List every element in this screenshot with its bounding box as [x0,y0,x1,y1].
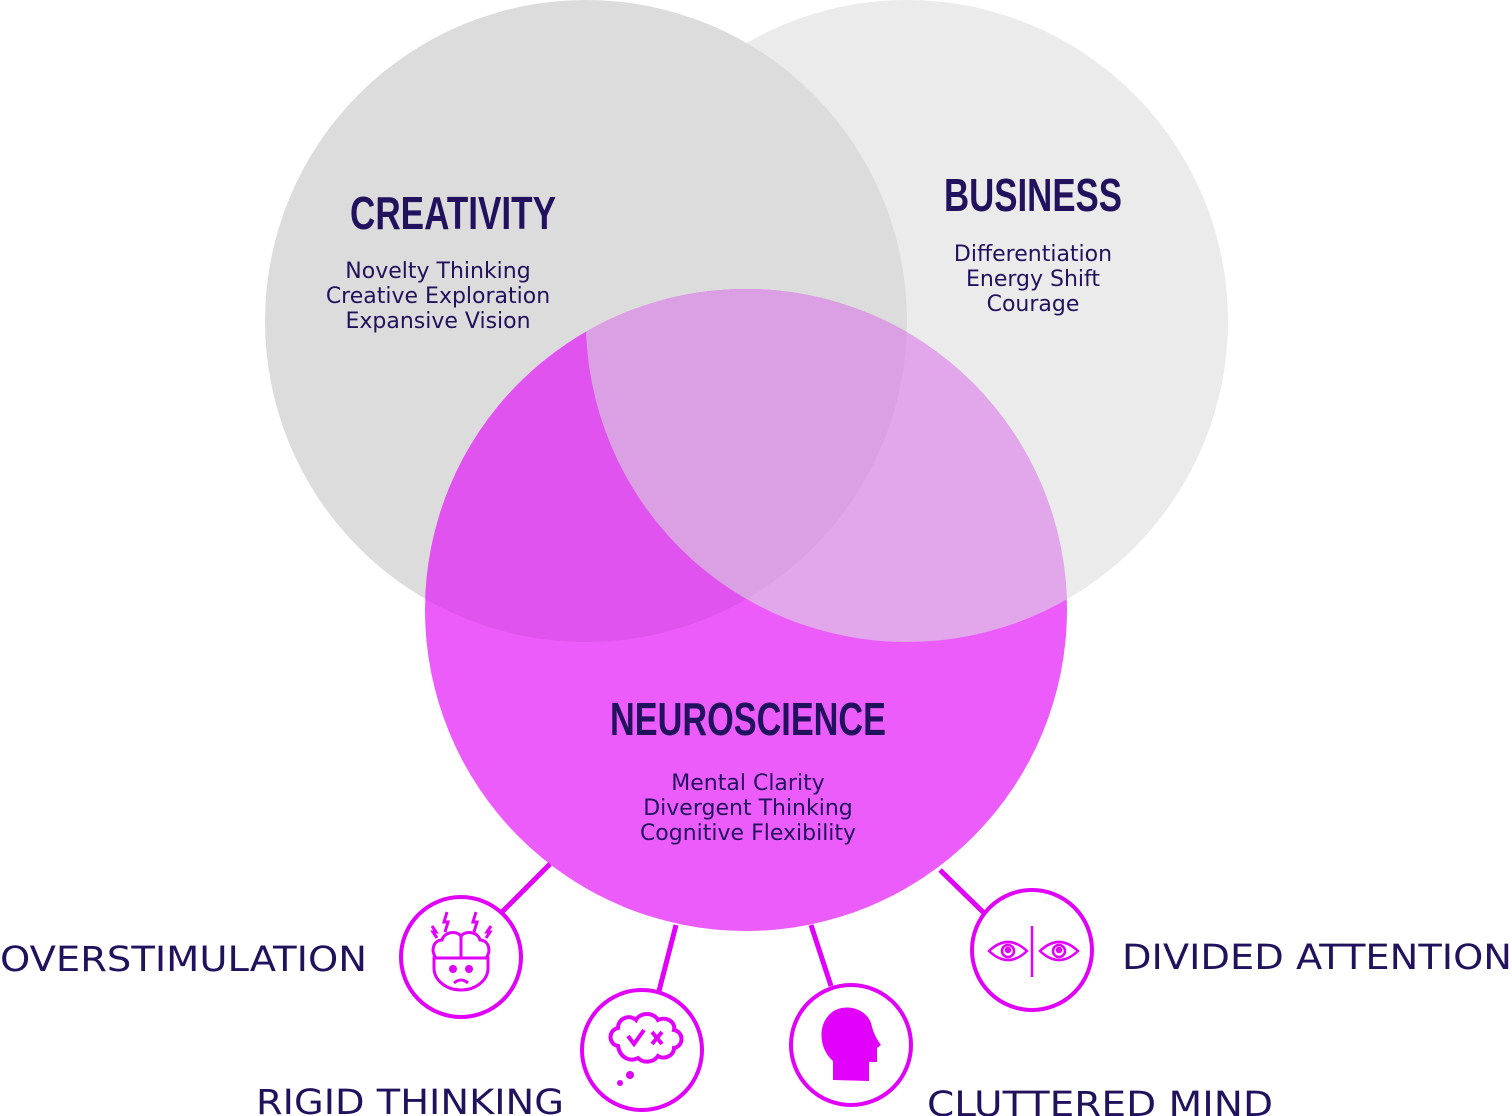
connector-line [938,868,987,916]
overstimulation-label: OVERSTIMULATION [0,940,367,980]
creativity-title: CREATIVITY [350,187,556,239]
business-title: BUSINESS [944,169,1122,221]
cluttered-mind-label: CLUTTERED MIND [927,1085,1273,1116]
rigid-thinking-label: RIGID THINKING [256,1083,564,1116]
creativity-item: Expansive Vision [345,309,530,334]
neuroscience-title: NEUROSCIENCE [610,693,886,745]
cluttered-mind-node [789,983,913,1107]
rigid-thinking-node [580,988,704,1112]
business-item: Courage [987,292,1080,317]
creativity-item: Creative Exploration [326,284,550,309]
connector-line [500,862,552,914]
connector-line [656,924,679,992]
head-silhouette-icon [821,1007,881,1081]
stressed-brain-icon [430,911,493,992]
business-item: Energy Shift [966,267,1100,292]
overstimulation-node [399,895,523,1019]
creativity-item: Novelty Thinking [345,259,530,284]
neuroscience-item: Divergent Thinking [643,796,853,821]
divided-attention-label: DIVIDED ATTENTION [1122,938,1512,978]
divided-attention-node [970,888,1094,1012]
thought-cloud-check-x-icon [608,1012,684,1086]
divided-eyes-icon [987,926,1080,977]
business-item: Differentiation [954,242,1112,267]
neuroscience-item: Mental Clarity [671,771,824,796]
connector-line [808,924,834,987]
neuroscience-item: Cognitive Flexibility [640,821,856,846]
